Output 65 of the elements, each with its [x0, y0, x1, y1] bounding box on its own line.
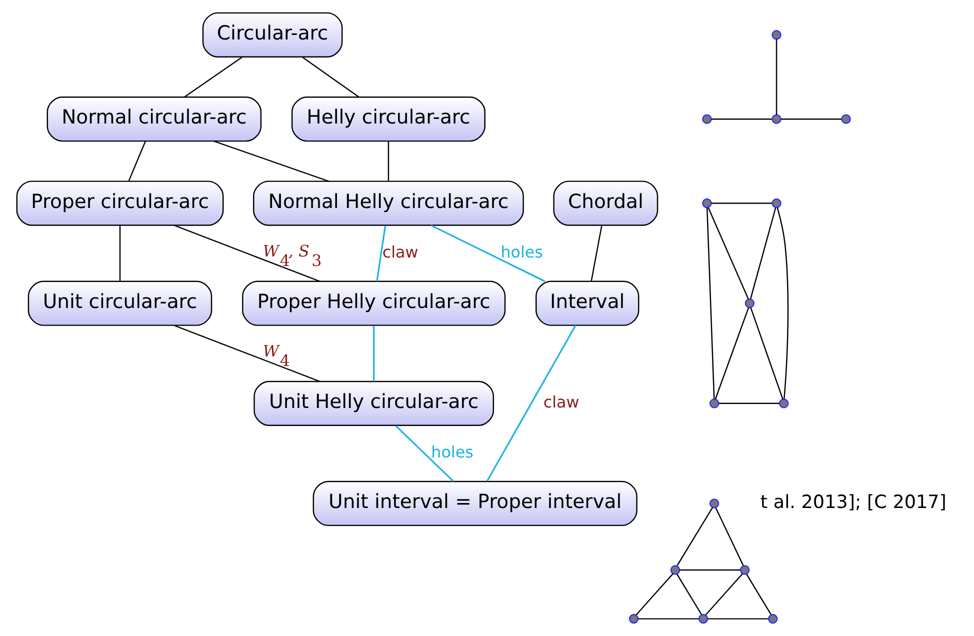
connector [776, 208, 789, 399]
node-box: Interval [536, 280, 640, 326]
connector [680, 569, 740, 571]
node-circle [698, 614, 708, 624]
connector [780, 118, 842, 120]
connector [128, 141, 146, 182]
node-box: Unit circular-arc [28, 280, 212, 326]
connector [174, 224, 320, 282]
connector [676, 574, 702, 615]
edge-label: holes [500, 242, 543, 262]
node-circle [702, 198, 712, 208]
node-circle [628, 614, 639, 624]
node-circle [841, 114, 851, 124]
node-box: Unit Helly circular-arc [254, 380, 494, 426]
node-box: Chordal [553, 180, 658, 226]
node-circle [709, 398, 720, 408]
label: t al. 2013]; [C 2017] [760, 492, 946, 513]
connector [708, 618, 768, 620]
connector [302, 56, 360, 98]
connector [750, 308, 784, 400]
edge-label: claw [382, 242, 418, 262]
connector [430, 224, 546, 282]
connector [718, 402, 780, 404]
connector [705, 573, 744, 616]
connector [708, 208, 749, 300]
node-box: Circular-arc [202, 12, 343, 58]
connector [714, 308, 750, 400]
connector [388, 141, 390, 181]
connector [636, 573, 674, 616]
connector [119, 226, 121, 282]
node-box: Normal Helly circular-arc [253, 180, 524, 226]
connector [590, 226, 602, 282]
node-circle [772, 114, 782, 124]
connector [395, 425, 454, 482]
connector [376, 226, 386, 282]
connector [750, 208, 776, 299]
connector [373, 326, 375, 382]
node-circle [744, 298, 755, 308]
connector [214, 140, 330, 182]
node-box: Normal circular-arc [46, 96, 262, 142]
connector [711, 118, 772, 120]
node-circle [772, 198, 782, 208]
connector [776, 39, 778, 115]
edge-label: holes [431, 442, 474, 462]
node-box: Proper Helly circular-arc [242, 280, 506, 326]
node-circle [740, 565, 750, 575]
node-circle [778, 398, 789, 408]
node-box: Helly circular-arc [291, 96, 486, 142]
connector [184, 56, 243, 98]
edge-label: claw [543, 392, 580, 412]
connector [706, 208, 715, 399]
node-circle [768, 614, 778, 624]
connector [676, 507, 714, 566]
connector [711, 202, 772, 204]
connector [486, 324, 576, 482]
connector [715, 508, 744, 566]
node-circle [670, 565, 680, 575]
node-box: Proper circular-arc [16, 180, 224, 226]
node-box: Unit interval = Proper interval [312, 480, 638, 526]
connector [746, 574, 772, 615]
node-circle [709, 498, 720, 508]
connector [638, 618, 699, 620]
node-circle [772, 30, 782, 40]
node-circle [702, 114, 712, 124]
connector [174, 324, 320, 382]
